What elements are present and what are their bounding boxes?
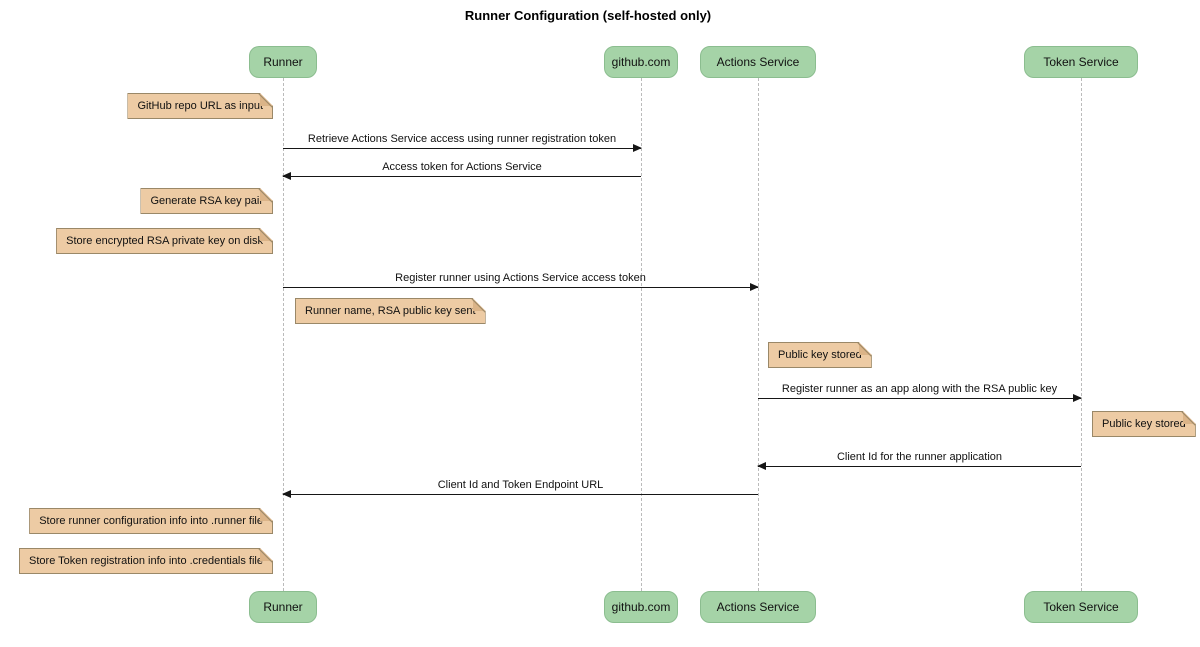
participant-github-bottom: github.com — [604, 591, 678, 623]
message-label: Access token for Actions Service — [382, 161, 542, 173]
message-label: Register runner using Actions Service ac… — [395, 272, 646, 284]
message-label: Client Id for the runner application — [836, 451, 1003, 463]
message-line — [283, 287, 758, 288]
note-store-credentials-file: Store Token registration info into .cred… — [19, 548, 273, 574]
arrowhead-left-icon — [282, 490, 291, 498]
lifeline-token-service — [1081, 78, 1082, 591]
message-label: Client Id and Token Endpoint URL — [437, 479, 604, 491]
participant-token-service-bottom: Token Service — [1024, 591, 1138, 623]
note-store-private-key: Store encrypted RSA private key on disk — [56, 228, 273, 254]
message-line — [758, 466, 1081, 467]
note-github-repo-url: GitHub repo URL as input — [127, 93, 273, 119]
lifeline-github — [641, 78, 642, 591]
note-store-runner-file: Store runner configuration info into .ru… — [29, 508, 273, 534]
message-label: Retrieve Actions Service access using ru… — [307, 133, 617, 145]
message-line — [758, 398, 1081, 399]
participant-runner-top: Runner — [249, 46, 317, 78]
message-line — [283, 176, 641, 177]
note-public-key-stored-token: Public key stored — [1092, 411, 1196, 437]
participant-actions-service-bottom: Actions Service — [700, 591, 816, 623]
arrowhead-right-icon — [1073, 394, 1082, 402]
arrowhead-left-icon — [282, 172, 291, 180]
participant-actions-service-top: Actions Service — [700, 46, 816, 78]
message-line — [283, 148, 641, 149]
diagram-title: Runner Configuration (self-hosted only) — [464, 8, 712, 23]
note-generate-rsa-key: Generate RSA key pair — [140, 188, 273, 214]
lifeline-actions-service — [758, 78, 759, 591]
message-label: Register runner as an app along with the… — [781, 383, 1058, 395]
note-public-key-stored-actions: Public key stored — [768, 342, 872, 368]
note-runner-name-sent: Runner name, RSA public key sent — [295, 298, 486, 324]
arrowhead-right-icon — [750, 283, 759, 291]
participant-runner-bottom: Runner — [249, 591, 317, 623]
arrowhead-left-icon — [757, 462, 766, 470]
message-line — [283, 494, 758, 495]
participant-github-top: github.com — [604, 46, 678, 78]
participant-token-service-top: Token Service — [1024, 46, 1138, 78]
lifeline-runner — [283, 78, 284, 591]
arrowhead-right-icon — [633, 144, 642, 152]
